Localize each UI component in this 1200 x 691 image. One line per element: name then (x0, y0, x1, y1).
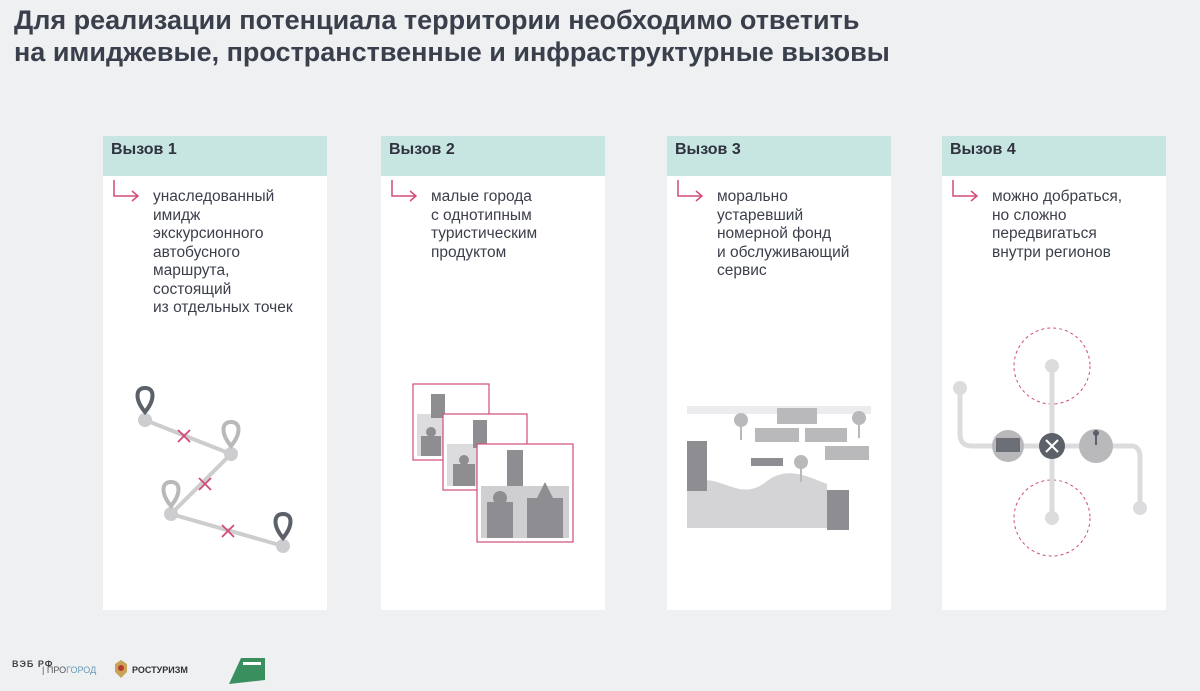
transport-network-illustration (953, 327, 1147, 557)
challenge-card-header: Вызов 4 (942, 136, 1166, 176)
challenge-card-3: Вызов 3 морально устаревший номерной фон… (667, 136, 891, 610)
page-title-line-1: Для реализации потенциала территории нео… (14, 5, 860, 35)
page-title-line-2: на имиджевые, пространственные и инфраст… (14, 37, 890, 67)
housing-illustration (687, 406, 871, 530)
corner-arrow-icon (113, 180, 140, 202)
challenge-card-text: малые города с однотипным туристическим … (431, 188, 538, 261)
vebrf-logo: ВЭБ РФ (12, 659, 54, 669)
corner-arrow-icon (677, 180, 704, 202)
page-title: Для реализации потенциала территории нео… (14, 4, 1114, 68)
corner-arrow-icon (391, 180, 418, 202)
challenge-card-2: Вызов 2 малые города с однотипным турист… (381, 136, 605, 610)
challenge-card-header: Вызов 3 (667, 136, 891, 176)
challenge-card-4: Вызов 4 можно добраться, но сложно перед… (942, 136, 1166, 610)
corner-arrow-icon (952, 180, 979, 202)
challenge-card-text: унаследованный имидж экскурсионного авто… (153, 188, 293, 316)
challenge-card-1: Вызов 1 унаследованный имидж экскурсионн… (103, 136, 327, 610)
route-map-illustration (135, 385, 293, 553)
challenge-card-text: можно добраться, но сложно передвигаться… (992, 188, 1123, 261)
national-project-logo-icon (229, 658, 265, 684)
challenge-card-header: Вызов 1 (103, 136, 327, 176)
progorod-logo: | ПРОГОРОД (42, 665, 97, 675)
footer-logos: ВЭБ РФ | ПРОГОРОД РОСТУРИЗМ (12, 652, 312, 688)
challenge-card-header: Вызов 2 (381, 136, 605, 176)
challenge-card-text: морально устаревший номерной фонд и обсл… (717, 188, 850, 279)
rosturizm-logo: РОСТУРИЗМ (132, 665, 188, 675)
location-pin-icon (135, 385, 155, 416)
town-cards-illustration (412, 383, 574, 543)
emblem-icon (115, 660, 127, 678)
